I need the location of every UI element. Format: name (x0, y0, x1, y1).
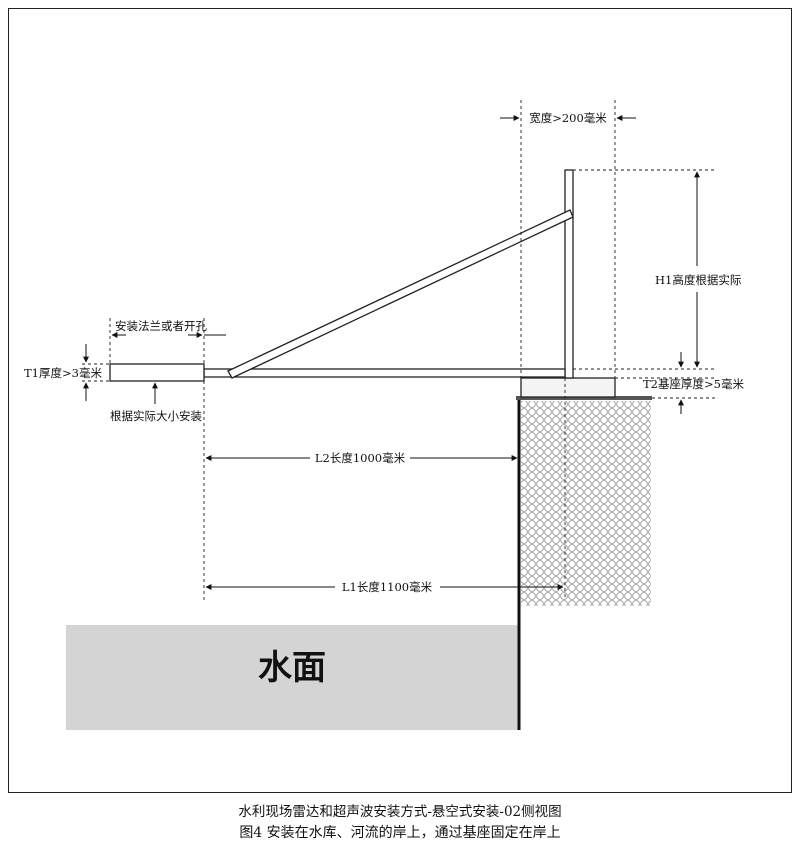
t2-base-thickness-label: T2基座厚度>5毫米 (643, 377, 744, 391)
figure-caption-description: 图4 安装在水库、河流的岸上，通过基座固定在岸上 (239, 825, 561, 841)
sensor-flange-box (109, 363, 205, 382)
water-surface-label: 水面 (258, 648, 326, 688)
diagonal-brace (227, 209, 574, 379)
diagram-frame (8, 8, 792, 793)
dashed-guides (82, 100, 715, 600)
ground-mesh (521, 401, 651, 606)
t1-thickness-label: T1厚度>3毫米 (24, 366, 102, 380)
base-plate (520, 377, 616, 398)
water-surface-block (66, 625, 518, 730)
install-by-size-label: 根据实际大小安装 (110, 409, 202, 423)
figure-caption-title: 水利现场雷达和超声波安装方式-悬空式安装-02侧视图 (238, 804, 562, 820)
width-label: 宽度>200毫米 (529, 111, 607, 125)
horizontal-arm (203, 368, 566, 378)
l2-length-label: L2长度1000毫米 (315, 451, 406, 465)
vertical-post (564, 169, 574, 379)
side-view-diagram: 水面 宽度>200毫米 H1高度根据实际 (24, 100, 744, 730)
h1-height-label: H1高度根据实际 (655, 273, 741, 287)
l1-length-label: L1长度1100毫米 (342, 580, 433, 594)
flange-label: 安装法兰或者开孔 (115, 319, 207, 333)
